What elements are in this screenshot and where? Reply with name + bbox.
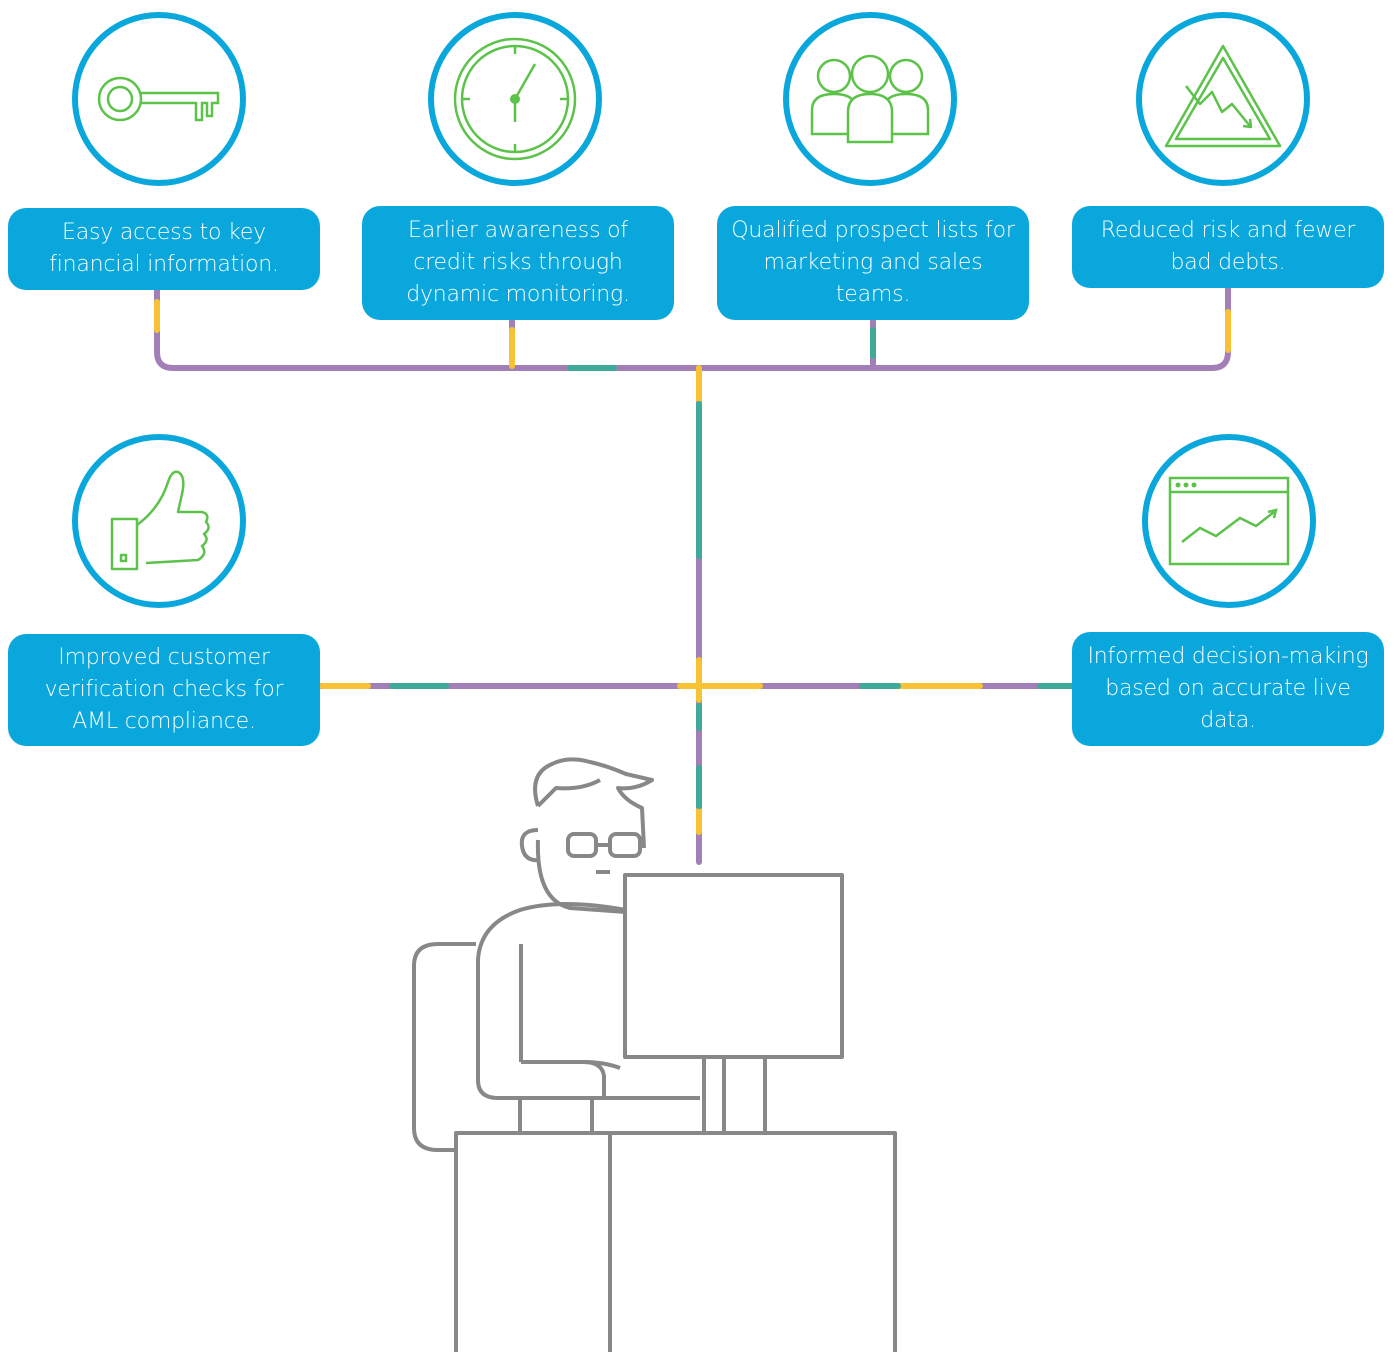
- benefit-text-prospects: Qualified prospect lists for marketing a…: [731, 218, 1015, 307]
- benefit-box-prospects: Qualified prospect lists for marketing a…: [717, 206, 1029, 320]
- desk: [454, 1131, 897, 1352]
- glasses: [566, 832, 598, 858]
- people-group-icon: [783, 12, 957, 186]
- benefit-box-awareness: Earlier awareness of credit risks throug…: [362, 206, 674, 320]
- clock-icon: [428, 12, 602, 186]
- thumbs-up-icon: [72, 434, 246, 608]
- benefit-text-verification: Improved customer verification checks fo…: [44, 645, 284, 734]
- benefit-box-risk: Reduced risk and fewer bad debts.: [1072, 206, 1384, 288]
- person-head: [535, 839, 627, 914]
- benefit-text-awareness: Earlier awareness of credit risks throug…: [406, 218, 630, 307]
- benefit-box-access: Easy access to key financial information…: [8, 208, 320, 290]
- browser-chart-icon: [1142, 434, 1316, 608]
- benefit-box-decisions: Informed decision-making based on accura…: [1072, 632, 1384, 746]
- benefit-box-verification: Improved customer verification checks fo…: [8, 634, 320, 746]
- key-icon: [72, 12, 246, 186]
- benefit-text-risk: Reduced risk and fewer bad debts.: [1100, 218, 1356, 275]
- person-body: [476, 902, 628, 1100]
- chair: [412, 942, 476, 1152]
- warning-triangle-icon: [1136, 12, 1310, 186]
- connector-lines: [154, 285, 1231, 865]
- person-at-computer-illustration: [412, 757, 897, 1352]
- monitor: [623, 873, 844, 1059]
- benefit-text-decisions: Informed decision-making based on accura…: [1087, 644, 1369, 733]
- benefit-text-access: Easy access to key financial information…: [49, 220, 279, 277]
